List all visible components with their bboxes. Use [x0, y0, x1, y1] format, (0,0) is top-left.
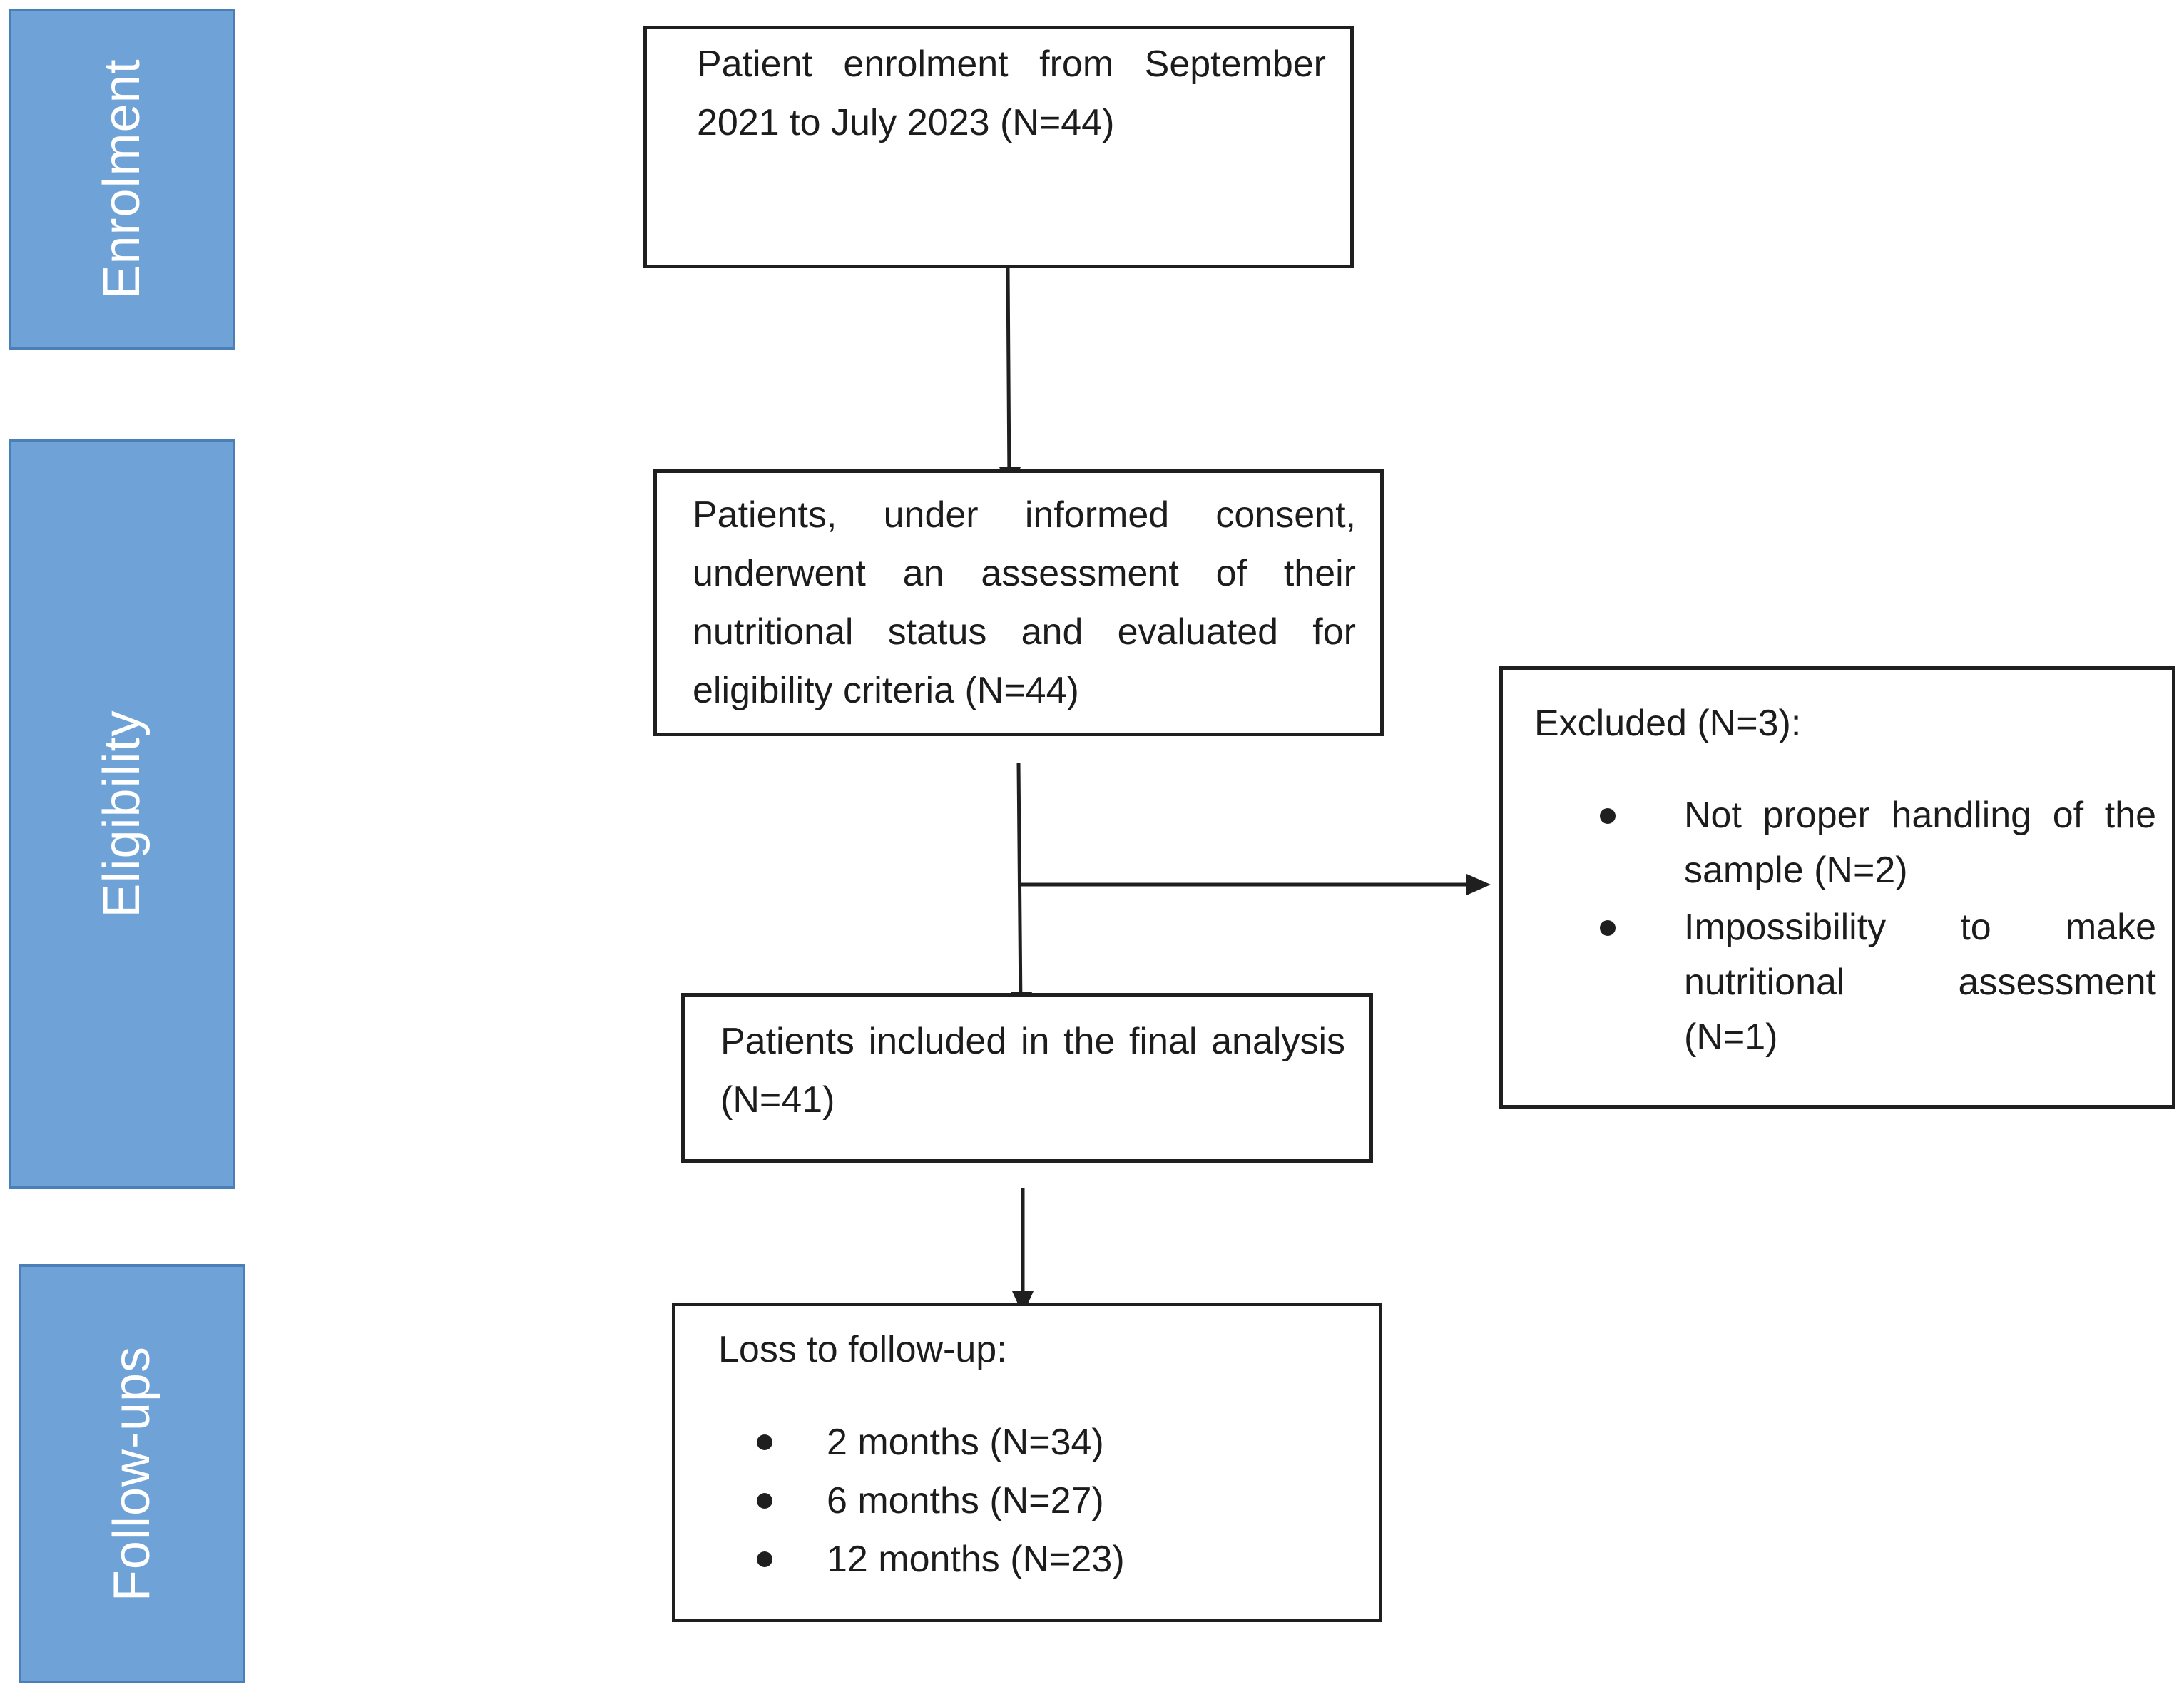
- excluded-heading: Excluded (N=3):: [1534, 703, 1802, 744]
- loss-item-text: 12 months (N=23): [827, 1539, 1125, 1580]
- included-text: Patients included in the final analysis …: [720, 1021, 1345, 1121]
- enrolment-box: Patient enrolment from September 2021 to…: [643, 26, 1354, 268]
- loss-item: 12 months (N=23): [718, 1530, 1346, 1589]
- loss-heading: Loss to follow-up:: [718, 1329, 1007, 1370]
- eligibility-text: Patients, under informed consent, underw…: [693, 494, 1356, 711]
- arrowhead-excluded: [1466, 874, 1491, 895]
- excluded-item-text: Impossibility to make nutritional assess…: [1684, 907, 2156, 1058]
- bullet-icon: [1600, 920, 1616, 936]
- bullet-icon: [1600, 808, 1616, 824]
- excluded-item-text: Not proper handling of the sample (N=2): [1684, 795, 2156, 891]
- loss-item: 6 months (N=27): [718, 1472, 1346, 1530]
- eligibility-box: Patients, under informed consent, underw…: [653, 469, 1384, 736]
- excluded-box: Excluded (N=3): Not proper handling of t…: [1499, 666, 2175, 1109]
- bullet-icon: [757, 1434, 772, 1450]
- excluded-item: Not proper handling of the sample (N=2): [1531, 788, 2156, 898]
- excluded-item: Impossibility to make nutritional assess…: [1531, 900, 2156, 1065]
- included-box: Patients included in the final analysis …: [681, 993, 1373, 1163]
- phase-bar-followups: Follow-ups: [19, 1264, 245, 1683]
- loss-box: Loss to follow-up: 2 months (N=34) 6 mon…: [672, 1303, 1382, 1622]
- loss-item: 2 months (N=34): [718, 1413, 1346, 1472]
- loss-item-text: 6 months (N=27): [827, 1480, 1104, 1522]
- bullet-icon: [757, 1493, 772, 1509]
- loss-item-text: 2 months (N=34): [827, 1422, 1104, 1463]
- arrow-enrolment-to-eligibility: [1006, 267, 1011, 483]
- enrolment-text: Patient enrolment from September 2021 to…: [697, 44, 1326, 143]
- loss-list: 2 months (N=34) 6 months (N=27) 12 month…: [718, 1413, 1346, 1589]
- phase-bar-enrolment: Enrolment: [9, 9, 235, 350]
- phase-bar-eligibility: Eligibility: [9, 439, 235, 1189]
- bullet-icon: [757, 1551, 772, 1567]
- arrow-eligibility-to-included: [1016, 763, 1023, 1008]
- excluded-list: Not proper handling of the sample (N=2) …: [1531, 788, 2156, 1065]
